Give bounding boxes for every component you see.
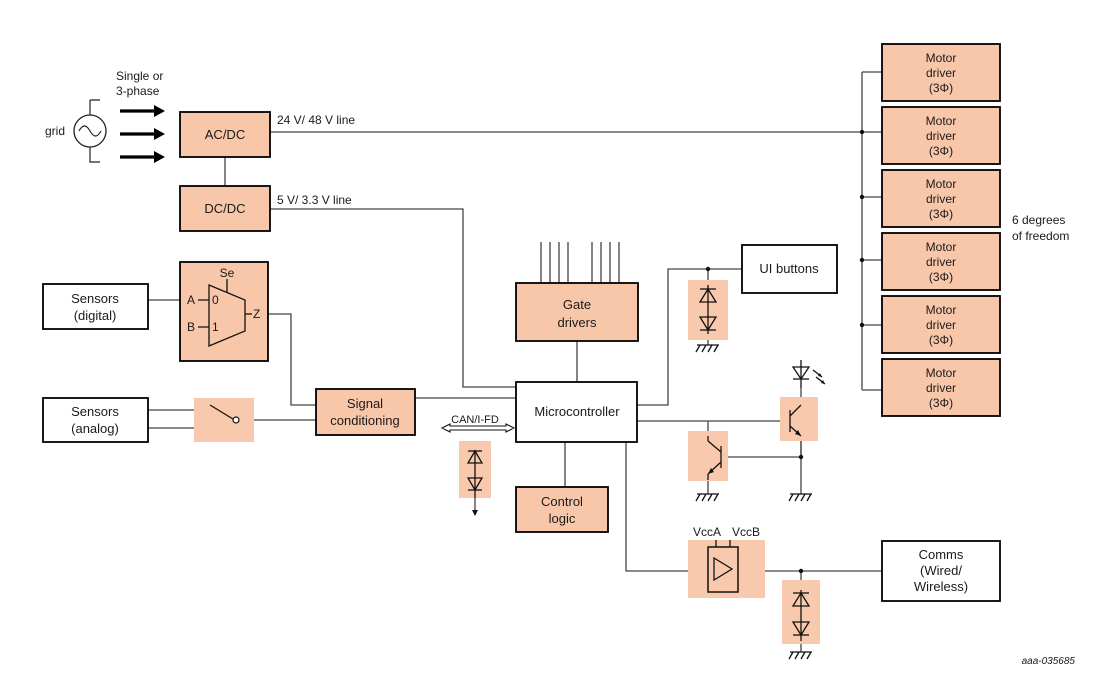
junction-dot [859,257,865,263]
motor-driver-line2: driver [926,381,956,395]
motor-driver-line1: Motor [926,114,957,128]
comms-block [881,540,1001,602]
motor-driver-line3: (3Φ) [929,396,953,410]
comms-tvs-diode-icon [791,590,811,641]
signal-conditioning-block [315,388,416,436]
motor-driver-line3: (3Φ) [929,270,953,284]
sensors-analog-line1: Sensors [71,404,119,419]
motor-driver-line2: driver [926,318,956,332]
motor-driver-line2: driver [926,66,956,80]
motor-driver-line3: (3Φ) [929,144,953,158]
mux-block [179,261,269,362]
microcontroller-label: Microcontroller [534,404,620,419]
line-24-48-label: 24 V/ 48 V line [277,113,355,127]
dcdc-block [179,185,271,232]
control-logic-line1: Control [541,494,583,509]
level-shifter-block [707,546,739,593]
can-label: CAN/I-FD [451,414,499,426]
motor-driver-block: Motor driver (3Φ) [881,43,1001,102]
mux-0-label: 0 [212,293,219,307]
ground-icon [788,493,812,502]
multiplexer-icon [198,279,252,347]
motor-driver-block: Motor driver (3Φ) [881,169,1001,228]
phase-label-line2: 3-phase [116,84,160,98]
sensors-analog-line2: (analog) [71,421,119,436]
sine-wave-icon [78,125,102,137]
comms-line1: Comms [919,547,964,562]
analog-switch-icon [209,404,240,424]
ui-buttons-block [741,244,838,294]
motor-driver-line1: Motor [926,51,957,65]
junction-dot [859,322,865,328]
motor-driver-line1: Motor [926,240,957,254]
grid-source: grid Single or 3-phase [45,69,165,163]
sensors-digital-block [42,283,149,330]
junction-dot [798,454,804,460]
npn-transistor-icon [789,404,802,437]
mux-z-label: Z [253,307,260,321]
comms-line3: Wireless) [914,579,968,594]
control-logic-line2: logic [549,511,576,526]
ui-tvs-diode-icon [698,285,718,334]
protection-highlights [194,280,820,644]
junction-dot [705,266,711,272]
motor-driver-line1: Motor [926,303,957,317]
sensors-digital-line1: Sensors [71,291,119,306]
mux-b-label: B [187,320,195,334]
ui-buttons-label: UI buttons [759,261,819,276]
motor-driver-line3: (3Φ) [929,207,953,221]
gate-drivers-block [515,282,639,342]
vcca-label: VccA [693,525,721,539]
figure-id: aaa-035685 [1022,656,1076,667]
motor-driver-line2: driver [926,192,956,206]
motor-driver-line3: (3Φ) [929,333,953,347]
grid-label: grid [45,124,65,138]
microcontroller-block [515,381,638,443]
wiring [89,71,882,652]
motor-driver-block: Motor driver (3Φ) [881,106,1001,165]
power-arrow-icons [120,105,165,163]
phase-label-line1: Single or [116,69,163,83]
sensors-analog-block [42,397,149,443]
acdc-label: AC/DC [205,127,245,142]
signal-conditioning-line2: conditioning [330,413,399,428]
ground-icon [695,344,719,353]
motor-drivers: Motor driver (3Φ) Motor driver (3Φ) Moto… [859,43,1001,417]
npn-transistor-icon [707,436,722,480]
motor-driver-line1: Motor [926,177,957,191]
led-icon [791,360,826,388]
sensors-digital-line2: (digital) [74,308,117,323]
dcdc-label: DC/DC [204,201,245,216]
can-bus-arrow-icon [440,423,516,433]
ground-icon [788,651,812,660]
comms-line2: (Wired/ [920,563,962,578]
motor-driver-line1: Motor [926,366,957,380]
junction-dot [859,194,865,200]
dof-label-line2: of freedom [1012,229,1069,243]
line-5-33-label: 5 V/ 3.3 V line [277,193,352,207]
gate-drivers-line1: Gate [563,297,591,312]
junction-dot [859,129,865,135]
can-tvs-diode-icon [466,449,484,516]
ground-icon [695,493,719,502]
motor-driver-block: Motor driver (3Φ) [881,358,1001,417]
control-logic-block [515,486,609,533]
motor-driver-line2: driver [926,129,956,143]
mux-1-label: 1 [212,320,219,334]
mux-a-label: A [187,293,195,307]
junction-dot [798,568,804,574]
dof-label-line1: 6 degrees [1012,213,1065,227]
motor-driver-block: Motor driver (3Φ) [881,295,1001,354]
gate-drivers-line2: drivers [557,315,597,330]
mux-se-label: Se [220,266,235,280]
motor-driver-line3: (3Φ) [929,81,953,95]
vccb-label: VccB [732,525,760,539]
motor-driver-line2: driver [926,255,956,269]
buffer-amplifier-icon [713,540,734,582]
motor-driver-block: Motor driver (3Φ) [881,232,1001,291]
acdc-block [179,111,271,158]
signal-conditioning-line1: Signal [347,396,383,411]
